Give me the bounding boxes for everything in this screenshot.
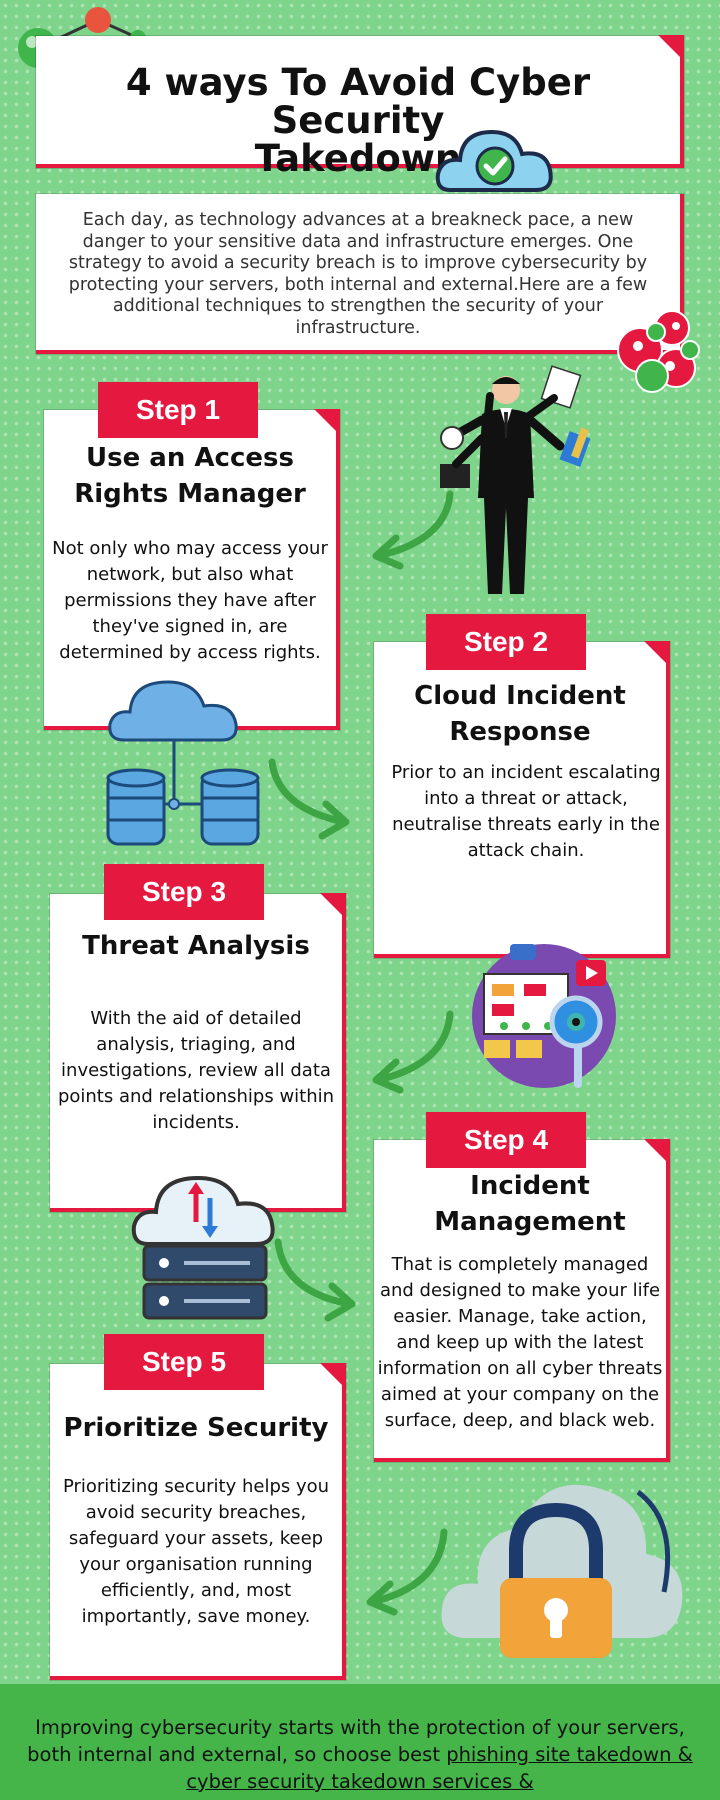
step-5-title: Prioritize Security (63, 1413, 329, 1443)
step-3-card: Threat Analysis With the aid of detailed… (50, 893, 346, 1212)
title-line-2: Takedown (254, 137, 462, 180)
step-4-text: That is completely managed and designed … (377, 1254, 663, 1431)
step-1-tag: Step 1 (98, 382, 258, 438)
step-3-text: With the aid of detailed analysis, triag… (57, 1008, 335, 1133)
intro-card: Each day, as technology advances at a br… (36, 194, 684, 354)
footer-services-link[interactable]: phishing site takedown & cyber security … (186, 1743, 693, 1793)
step-5-tag: Step 5 (104, 1334, 264, 1390)
cloud-database-icon (106, 680, 260, 846)
title-line-1: 4 ways To Avoid Cyber Security (125, 61, 591, 142)
corner-fold (320, 893, 346, 919)
page-title: 4 ways To Avoid Cyber Security Takedown (36, 64, 680, 178)
step-4-card: Incident Management That is completely m… (374, 1139, 670, 1462)
corner-fold (644, 1139, 670, 1165)
footer-text: Improving cybersecurity starts with the … (10, 1714, 710, 1795)
analysis-magnifier-icon (472, 944, 616, 1088)
arrow-icon (366, 1528, 448, 1616)
step-1-text: Not only who may access your network, bu… (52, 538, 328, 663)
title-card: 4 ways To Avoid Cyber Security Takedown (36, 35, 684, 178)
arrow-icon (268, 758, 350, 840)
arrow-icon (274, 1238, 356, 1322)
corner-fold (644, 641, 670, 667)
arrow-icon (372, 490, 454, 570)
step-2-title: Cloud Incident Response (414, 681, 626, 747)
step-4-title: Incident Management (434, 1171, 626, 1237)
corner-fold (320, 1363, 346, 1389)
step-2-card: Cloud Incident Response Prior to an inci… (374, 641, 670, 958)
step-2-tag: Step 2 (426, 614, 586, 670)
footer: Improving cybersecurity starts with the … (0, 1684, 720, 1800)
step-5-card: Prioritize Security Prioritizing securit… (50, 1363, 346, 1680)
cloud-lock-icon (441, 1484, 683, 1658)
corner-fold (658, 35, 684, 61)
step-3-title: Threat Analysis (82, 931, 310, 961)
step-5-text: Prioritizing security helps you avoid se… (62, 1476, 330, 1627)
intro-text: Each day, as technology advances at a br… (68, 210, 648, 338)
cloud-server-icon (131, 1175, 275, 1320)
molecule-cluster-icon (617, 310, 700, 393)
footer-body: Improving cybersecurity starts with the … (27, 1716, 685, 1766)
step-4-tag: Step 4 (426, 1112, 586, 1168)
step-1-card: Use an Access Rights Manager Not only wh… (44, 409, 340, 730)
corner-fold (314, 409, 340, 435)
arrow-icon (372, 1010, 454, 1094)
step-2-text: Prior to an incident escalating into a t… (391, 762, 661, 861)
businessman-multitasking-icon (440, 365, 591, 594)
step-3-tag: Step 3 (104, 864, 264, 920)
cloud-check-icon (435, 129, 553, 192)
step-1-title: Use an Access Rights Manager (74, 443, 306, 509)
